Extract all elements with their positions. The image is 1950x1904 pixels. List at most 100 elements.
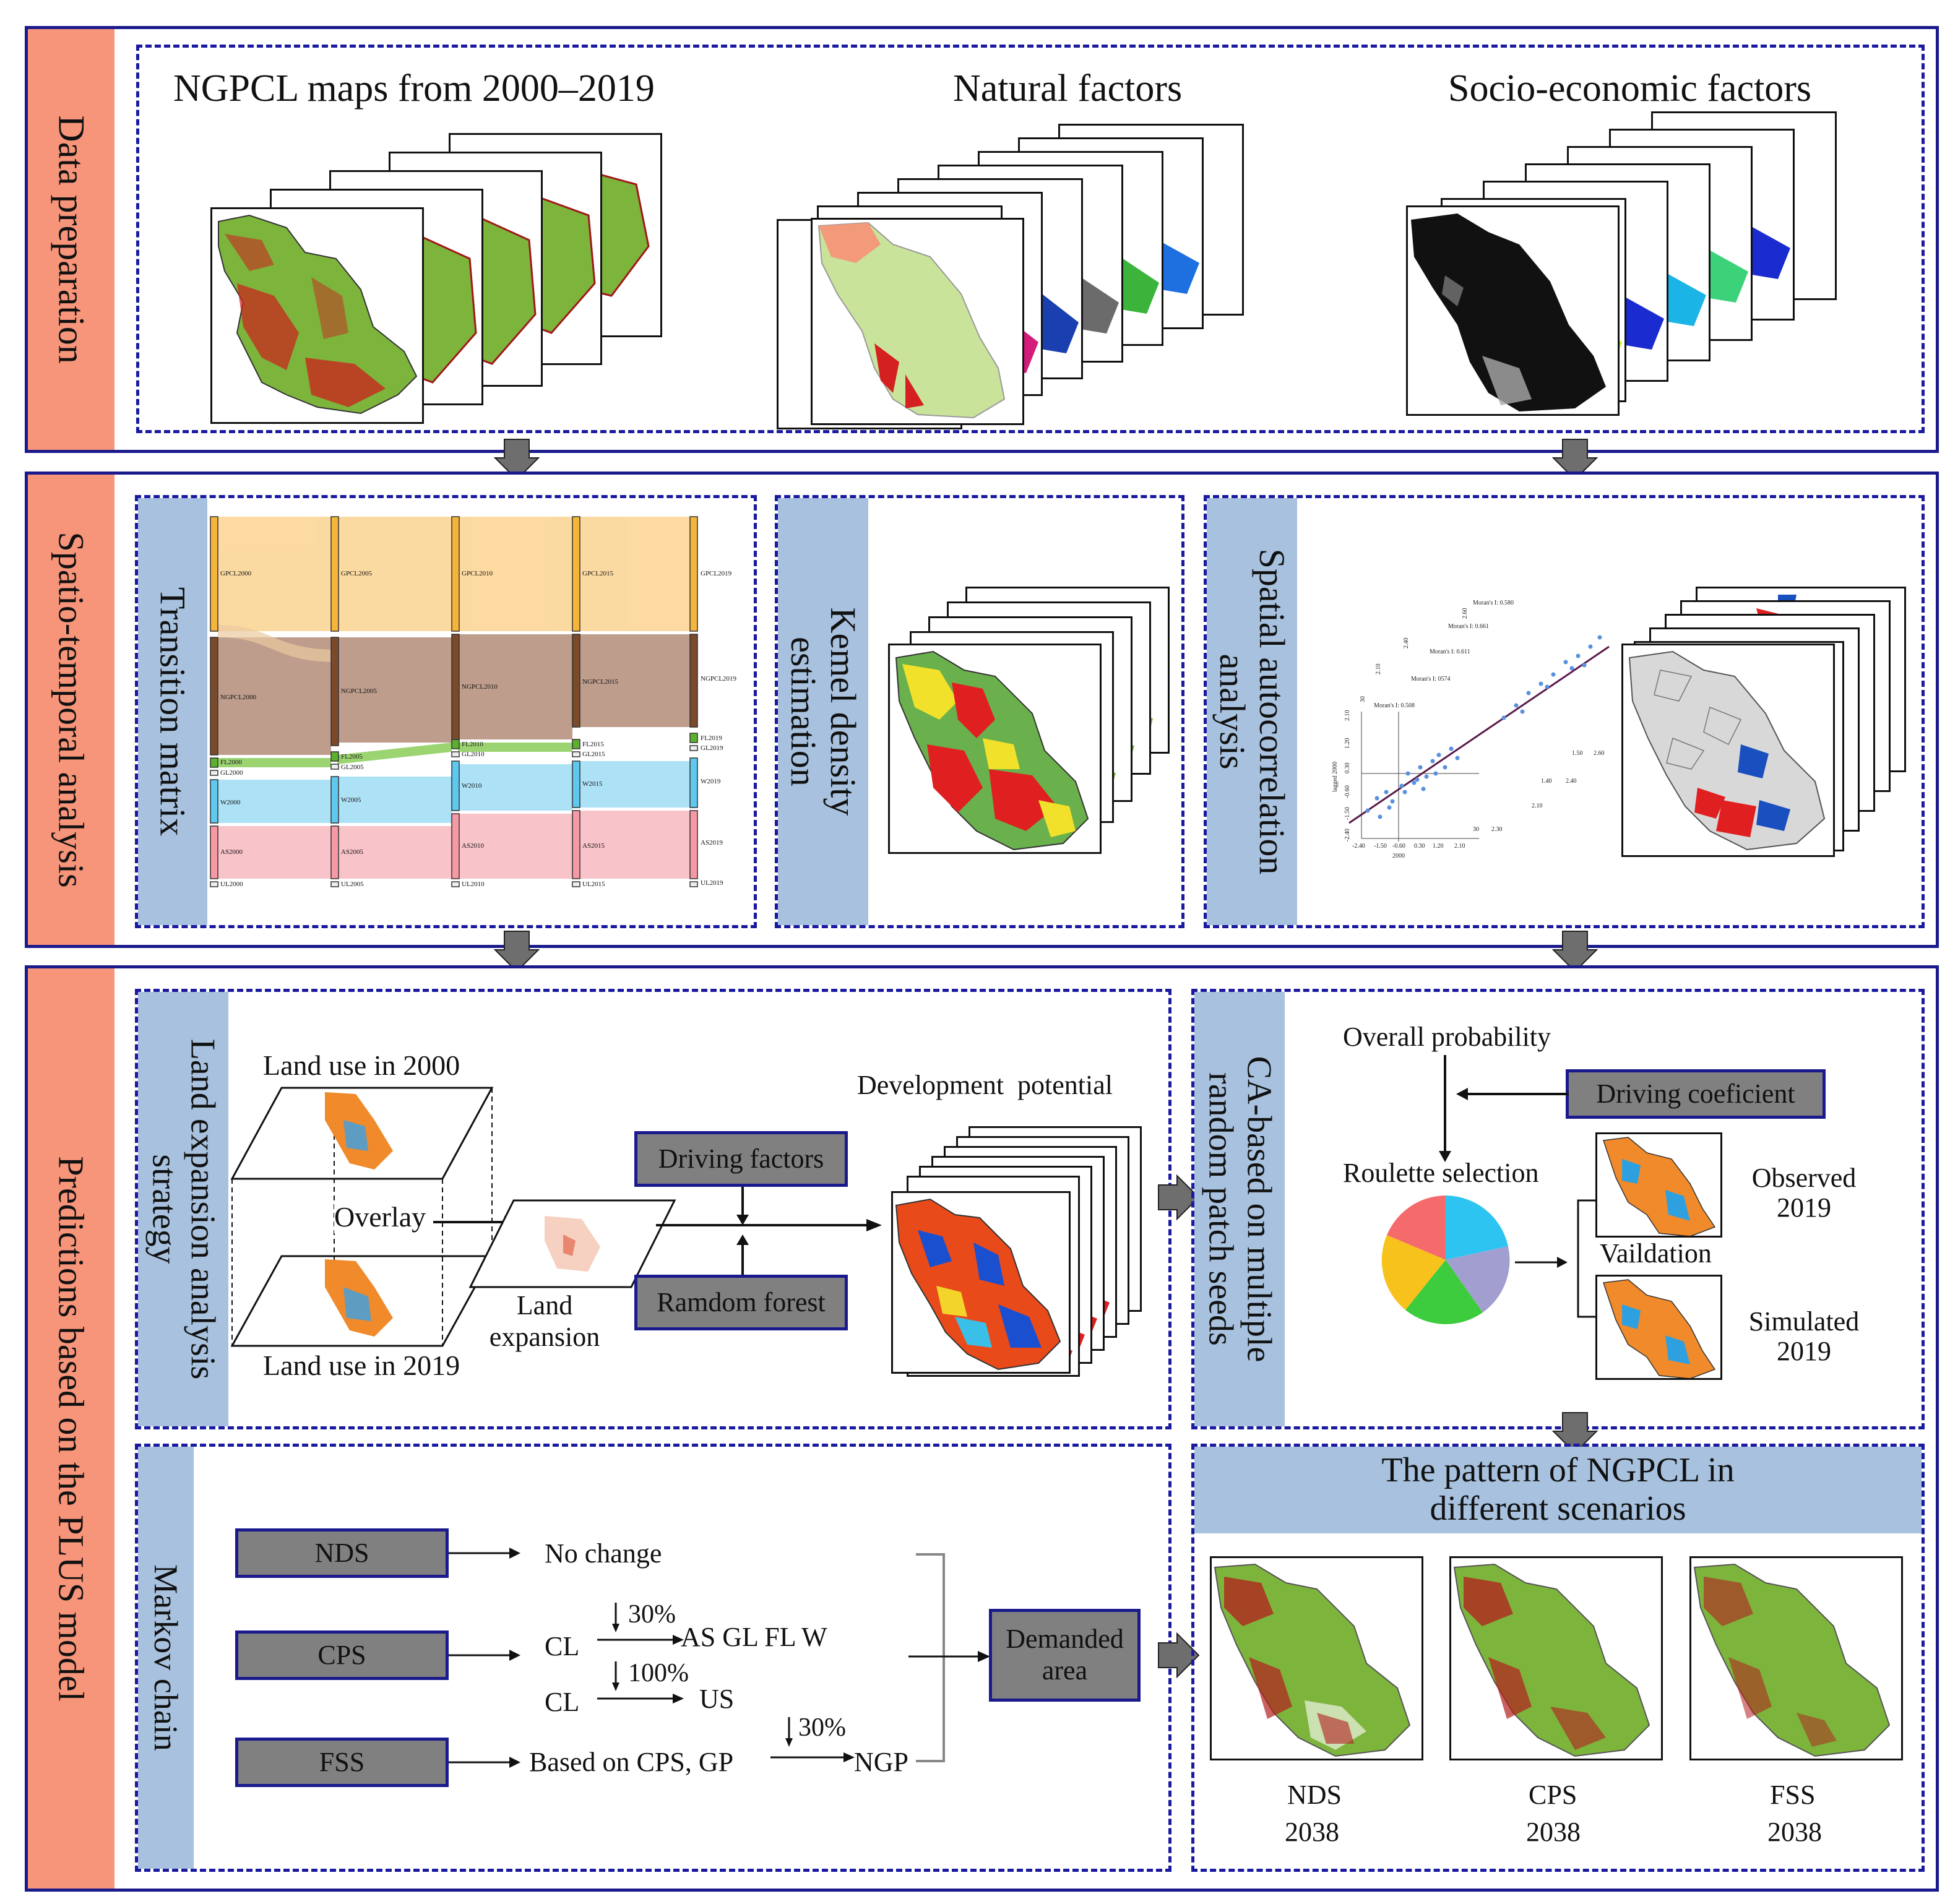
cps-scenario-label: CPS	[1529, 1780, 1577, 1810]
sankey-diagram: GPCL2000 NGPCL2000 FL2000 GL2000 W2000 A…	[210, 516, 737, 888]
moran-label: Moran's I: 0.580	[1473, 600, 1514, 606]
overlay-label: Overlay	[334, 1200, 426, 1233]
arrow-right-ca	[1158, 1174, 1200, 1221]
sankey-nodes	[210, 516, 698, 887]
pattern-title: The pattern of NGPCL in different scenar…	[1381, 1451, 1735, 1528]
overall-probability-label: Overall probability	[1343, 1022, 1551, 1052]
sankey-label: GPCL2005	[341, 570, 373, 577]
cl-label-2: CL	[545, 1687, 580, 1717]
x-tick: -1.50	[1374, 843, 1387, 850]
nds-scenario-year: 2038	[1285, 1817, 1339, 1847]
sankey-label: GPCL2015	[582, 570, 614, 577]
sankey-label: W2005	[341, 796, 361, 804]
sankey-label: GL2019	[701, 744, 723, 752]
sankey-label: FL2000	[220, 759, 242, 766]
land-expansion-title: Land expansion analysis strategy	[145, 1038, 222, 1380]
moran-label: Moran's I: 0574	[1411, 676, 1450, 683]
stacked-tick: 2.60	[1462, 608, 1469, 619]
sankey-label: FL2010	[462, 741, 483, 748]
ngp-label: NGP	[854, 1747, 909, 1777]
kernel-density-map	[888, 644, 1102, 854]
nds-2038-map	[1210, 1556, 1423, 1760]
simulated-2019-map	[1595, 1275, 1722, 1380]
moran-scatter-plot: Moran's I: 0.508 Moran's I: 0574 Moran's…	[1332, 600, 1610, 859]
nds-scenario-label: NDS	[1287, 1780, 1342, 1810]
y-tick: -2.40	[1344, 829, 1351, 842]
arrow-down-pattern	[1551, 1412, 1598, 1454]
moran-label: Moran's I: 0.661	[1448, 623, 1489, 630]
lisa-map	[1621, 644, 1835, 857]
markov-chain-title: Markov chain	[147, 1564, 184, 1751]
observed-2019-map	[1595, 1132, 1722, 1238]
natural-factor-map	[811, 218, 1024, 425]
stacked-tick: 1.40	[1541, 778, 1552, 785]
fss-box: FSS	[235, 1738, 449, 1787]
arrow-right-pattern	[1158, 1632, 1200, 1679]
ngpcl-map-2000	[210, 207, 424, 424]
roulette-selection-label: Roulette selection	[1343, 1158, 1539, 1188]
kernel-density-title: Kemel density estimation	[783, 607, 863, 816]
x-tick: 1.20	[1433, 843, 1444, 850]
stacked-tick: 2.60	[1594, 750, 1605, 757]
sankey-label: GL2010	[462, 751, 485, 758]
sankey-label: UL2000	[220, 881, 243, 888]
stacked-tick: 1.50	[1572, 750, 1583, 757]
validation-label: Vaildation	[1600, 1238, 1712, 1269]
based-on-cps-label: Based on CPS, GP	[529, 1747, 734, 1777]
sankey-label: NGPCL2000	[220, 694, 257, 701]
land-expansion-tab: Land expansion analysis strategy	[138, 992, 228, 1426]
sankey-label: GL2005	[341, 764, 364, 771]
moran-label: Moran's I: 0.611	[1430, 648, 1470, 655]
land-use-2000-label: Land use in 2000	[263, 1049, 460, 1081]
sankey-label: NGPCL2005	[341, 687, 377, 695]
predictions-title: Predictions based on the PLUS model	[51, 1155, 92, 1702]
ca-panel-box	[1191, 989, 1925, 1429]
stacked-tick: 2.10	[1532, 803, 1543, 809]
probability-arrow	[1439, 1055, 1451, 1162]
sankey-label: AS2010	[462, 842, 485, 850]
stacked-tick: 2.30	[1491, 826, 1503, 833]
spatio-temporal-title: Spatio-temporal analysis	[51, 532, 92, 888]
driving-factors-arrow	[736, 1187, 749, 1225]
no-change-label: No change	[545, 1538, 662, 1569]
arrow-down-4	[1551, 931, 1598, 973]
x-tick: -2.40	[1352, 843, 1365, 850]
ca-panel-tab: CA-based on multiple random patch seeds	[1194, 992, 1285, 1426]
y-tick: -0.60	[1344, 785, 1351, 798]
sankey-label: W2010	[462, 782, 482, 790]
cps-box: CPS	[235, 1630, 449, 1680]
arrow-down-2	[1551, 439, 1598, 481]
sankey-label: UL2005	[341, 881, 364, 888]
pie-arrow	[1515, 1257, 1568, 1268]
land-expansion-label: Land expansion	[489, 1290, 600, 1352]
markov-bracket	[916, 1553, 945, 1762]
natural-factors-title: Natural factors	[953, 67, 1183, 110]
kernel-density-tab: Kemel density estimation	[778, 498, 868, 925]
percent-100-label: 100%	[628, 1659, 689, 1687]
sankey-label: FL2019	[701, 734, 722, 742]
sankey-label: GPCL2010	[462, 570, 493, 577]
x-axis-label: 2000	[1392, 853, 1405, 859]
nds-arrow	[449, 1548, 520, 1559]
spatial-autocorrelation-tab: Spatial autocorrelation analysis	[1207, 498, 1297, 925]
stacked-tick: 2.40	[1403, 638, 1410, 649]
pattern-title-bar: The pattern of NGPCL in different scenar…	[1194, 1447, 1922, 1533]
y-tick: -1.50	[1344, 807, 1351, 820]
cps-2038-map	[1449, 1556, 1663, 1760]
sankey-label: AS2000	[220, 848, 243, 856]
sankey-label: UL2010	[462, 881, 485, 888]
development-potential-label: Development potential	[857, 1070, 1113, 1100]
random-forest-box: Ramdom forest	[634, 1275, 848, 1330]
sankey-label: GL2015	[582, 751, 605, 758]
cl-label-1: CL	[545, 1631, 580, 1661]
ca-panel-title: CA-based on multiple random patch seeds	[1202, 1056, 1279, 1363]
nds-box: NDS	[235, 1528, 449, 1578]
markov-chain-tab: Markov chain	[138, 1447, 194, 1869]
sankey-label: FL2015	[582, 741, 604, 748]
sankey-label: UL2015	[582, 881, 605, 888]
stacked-tick: 30	[1360, 696, 1366, 702]
cps-scenario-year: 2038	[1526, 1817, 1581, 1847]
pattern-panel-box	[1191, 1444, 1925, 1872]
as-gl-fl-w-label: AS GL FL W	[681, 1622, 827, 1652]
socio-economic-map	[1406, 205, 1620, 416]
